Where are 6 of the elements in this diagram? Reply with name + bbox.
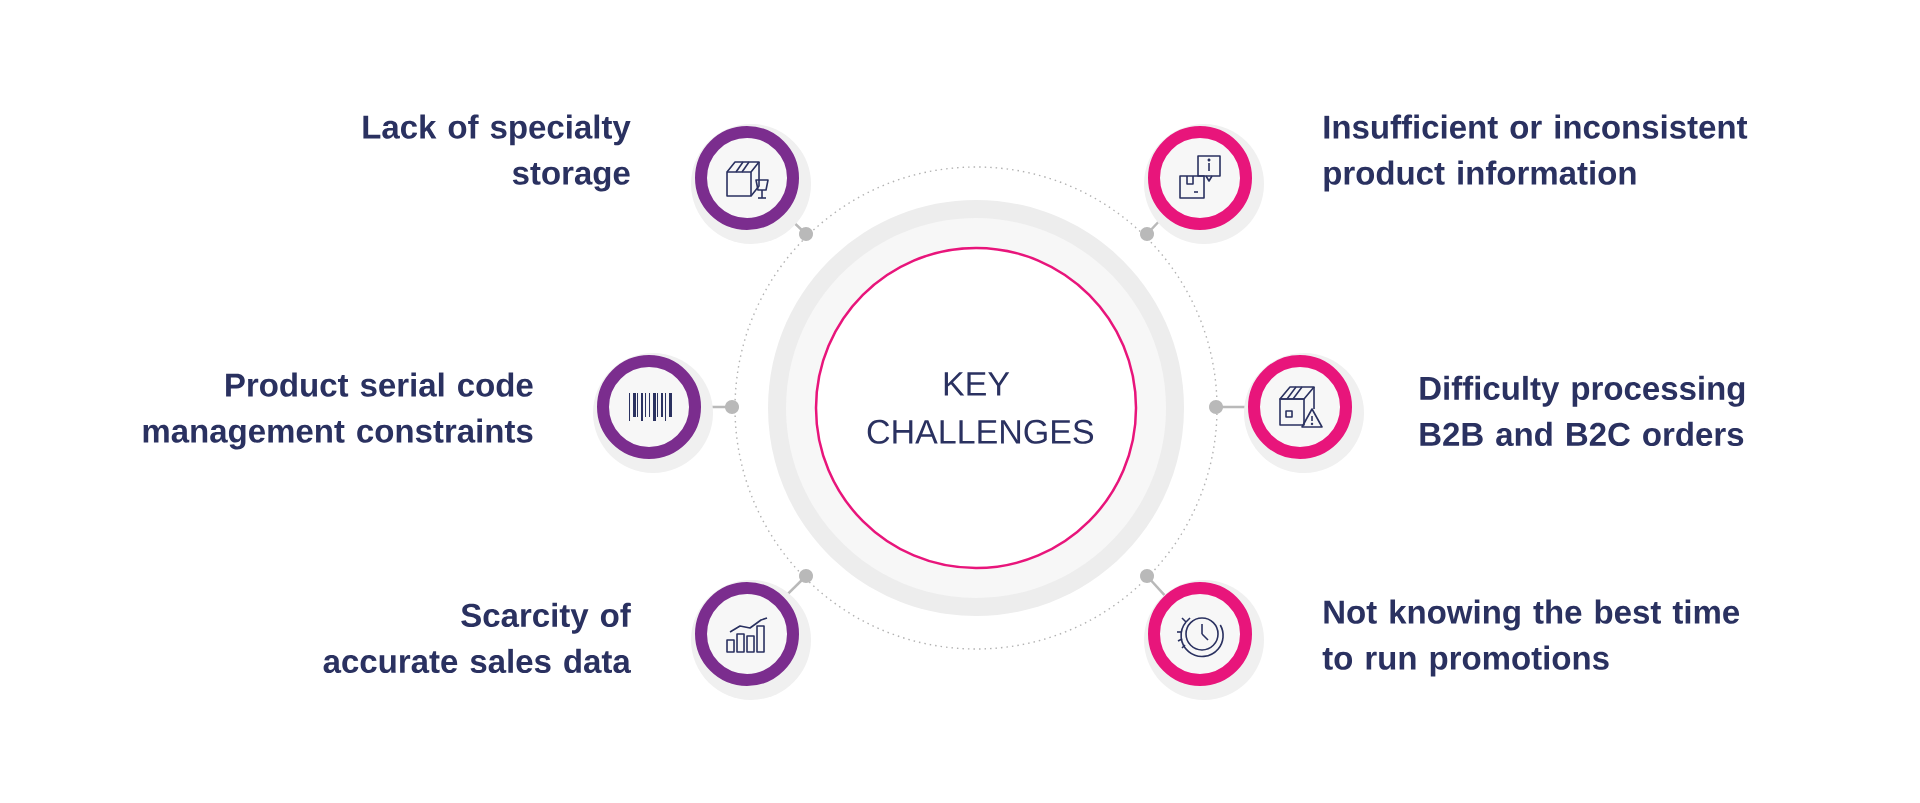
challenge-text: Scarcity of accurate sales data [323, 602, 631, 674]
challenge-text: Product serial code management constraints [143, 372, 533, 450]
challenge-text: Lack of specialty storage [363, 114, 631, 192]
challenge-text: Difficulty processing B2B and B2C orders [1420, 375, 1745, 447]
challenge-text: Insufficient or inconsistent product information [1324, 114, 1748, 192]
challenge-text: Not knowing the best time to run promotions [1322, 599, 1740, 677]
